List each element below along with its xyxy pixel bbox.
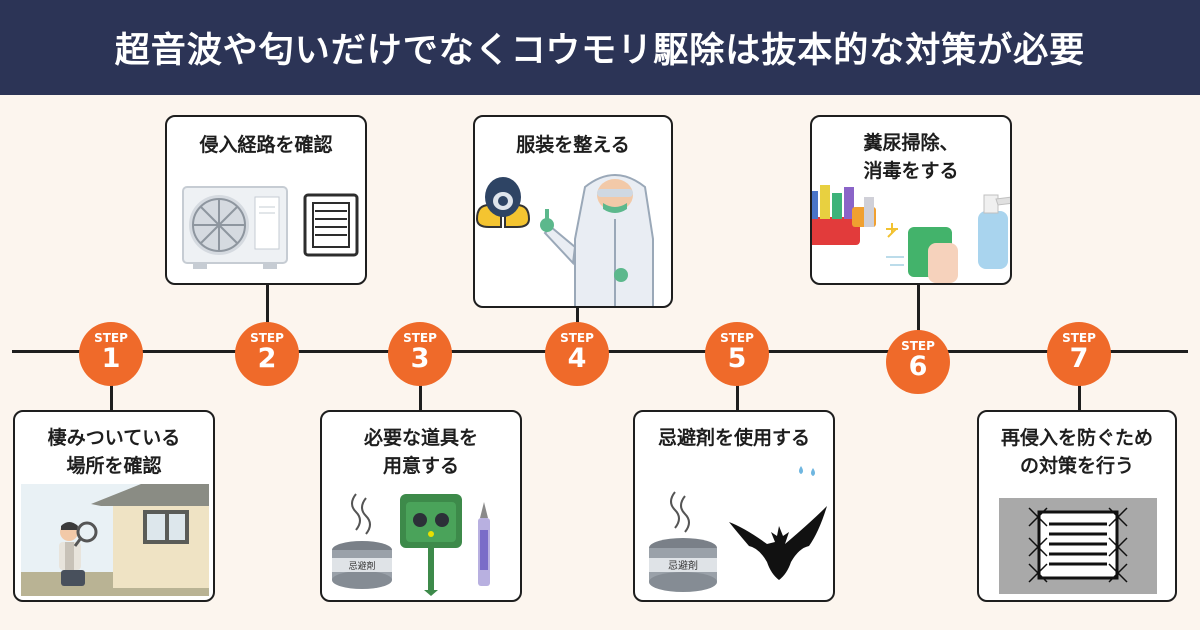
step-number: 6 — [908, 351, 928, 382]
step-badge-6: STEP 6 — [886, 330, 950, 394]
step-number: 1 — [101, 343, 121, 374]
can-label-text: 忌避剤 — [348, 560, 375, 572]
cleaning-supplies-icon — [812, 185, 1010, 283]
step-text: 再侵入を防ぐため の対策を行う — [1000, 427, 1153, 477]
step-number: 2 — [257, 343, 277, 374]
step-text: 侵入経路を確認 — [199, 134, 333, 156]
connector-4 — [576, 285, 579, 352]
repellent-can-bat-icon: 忌避剤 — [649, 466, 827, 592]
mesh-vent-cover-icon — [999, 498, 1157, 594]
step-badge-4: STEP 4 — [545, 322, 609, 386]
protective-suit-icon — [475, 174, 654, 306]
step-text: 服装を整える — [516, 134, 630, 156]
step-number: 5 — [727, 343, 747, 374]
step-card-7: 再侵入を防ぐため の対策を行う — [977, 410, 1177, 602]
step-badge-1: STEP 1 — [79, 322, 143, 386]
page-title: 超音波や匂いだけでなくコウモリ駆除は抜本的な対策が必要 — [114, 31, 1086, 71]
step-card-4: 服装を整える — [473, 115, 673, 308]
step-card-5: 忌避剤を使用する 忌避剤 — [633, 410, 835, 602]
step-badge-7: STEP 7 — [1047, 322, 1111, 386]
step-text: 忌避剤を使用する — [657, 427, 810, 449]
step-label: STEP — [94, 331, 128, 345]
step-number: 3 — [410, 343, 430, 374]
repellent-tools-icon: 忌避剤 — [332, 493, 490, 596]
air-conditioner-vent-icon — [182, 186, 359, 269]
step-number: 4 — [567, 343, 587, 374]
step-card-3: 必要な道具を 用意する 忌避剤 — [320, 410, 522, 602]
step-text: 必要な道具を 用意する — [363, 427, 478, 477]
can-label-text: 忌避剤 — [668, 559, 698, 572]
step-label: STEP — [403, 331, 437, 345]
magnifier-person-house-icon — [21, 484, 209, 596]
step-text: 棲みついている 場所を確認 — [47, 427, 181, 477]
step-badge-3: STEP 3 — [388, 322, 452, 386]
step-card-1: 棲みついている 場所を確認 — [13, 410, 215, 602]
step-label: STEP — [901, 339, 935, 353]
step-label: STEP — [720, 331, 754, 345]
step-card-2: 侵入経路を確認 — [165, 115, 367, 285]
step-label: STEP — [560, 331, 594, 345]
title-banner: 超音波や匂いだけでなくコウモリ駆除は抜本的な対策が必要 — [0, 0, 1200, 95]
step-card-6: 糞尿掃除、 消毒をする — [810, 115, 1012, 285]
connector-2 — [266, 285, 269, 352]
step-badge-5: STEP 5 — [705, 322, 769, 386]
step-label: STEP — [250, 331, 284, 345]
step-text: 糞尿掃除、 消毒をする — [863, 132, 959, 182]
step-badge-2: STEP 2 — [235, 322, 299, 386]
step-label: STEP — [1062, 331, 1096, 345]
connector-6 — [917, 285, 920, 352]
step-number: 7 — [1069, 343, 1089, 374]
